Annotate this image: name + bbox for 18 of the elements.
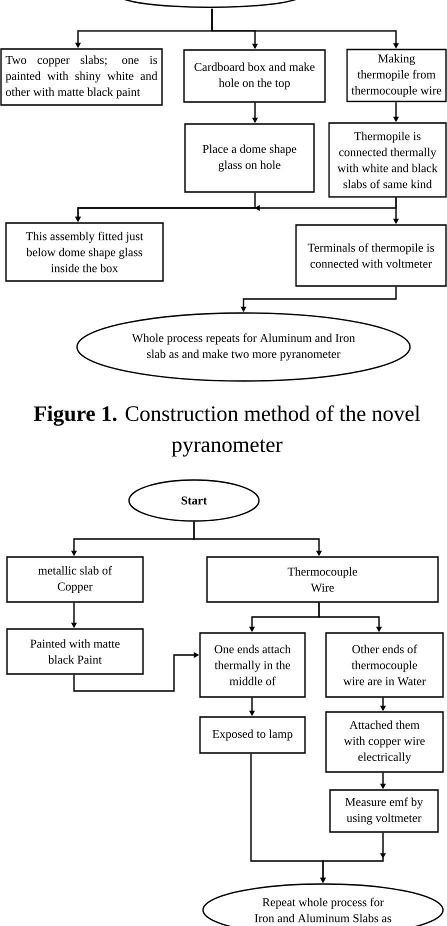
process-box: Making thermopile from thermocouple wire bbox=[346, 48, 447, 102]
process-box: Measure emf by using voltmeter bbox=[329, 789, 439, 833]
process-box: Place a dome shape glass on hole bbox=[184, 123, 315, 193]
process-box: Attached them with copper wire electrically bbox=[325, 711, 444, 773]
terminal-oval: Whole process repeats for Aluminum and Iron slab as and make two more pyranometer bbox=[76, 312, 411, 382]
process-box: Cardboard box and make hole on the top bbox=[183, 49, 326, 103]
process-box: Two copper slabs; one is painted with shiny white and other with matte black paint bbox=[0, 48, 163, 106]
process-box: Painted with matte black Paint bbox=[6, 628, 144, 675]
process-box: Terminals of thermopile is connected with voltmeter bbox=[295, 224, 447, 287]
process-box: Exposed to lamp bbox=[199, 716, 306, 754]
figure-caption: Figure 1. Construction method of the novel pyranometer bbox=[34, 405, 420, 457]
process-box: This assembly fitted just below dome shape glass inside the box bbox=[5, 222, 164, 282]
process-box: One ends attach thermally in the middle of bbox=[199, 632, 306, 698]
process-box: metallic slab of Copper bbox=[6, 556, 144, 603]
process-box: Other ends of thermocouple wire are in Water bbox=[325, 632, 444, 698]
process-box: Thermocouple Wire bbox=[206, 556, 439, 603]
terminal-oval: Start bbox=[128, 479, 260, 522]
process-box: Thermopile is connected thermally with white and black slabs of same kind bbox=[328, 122, 447, 198]
